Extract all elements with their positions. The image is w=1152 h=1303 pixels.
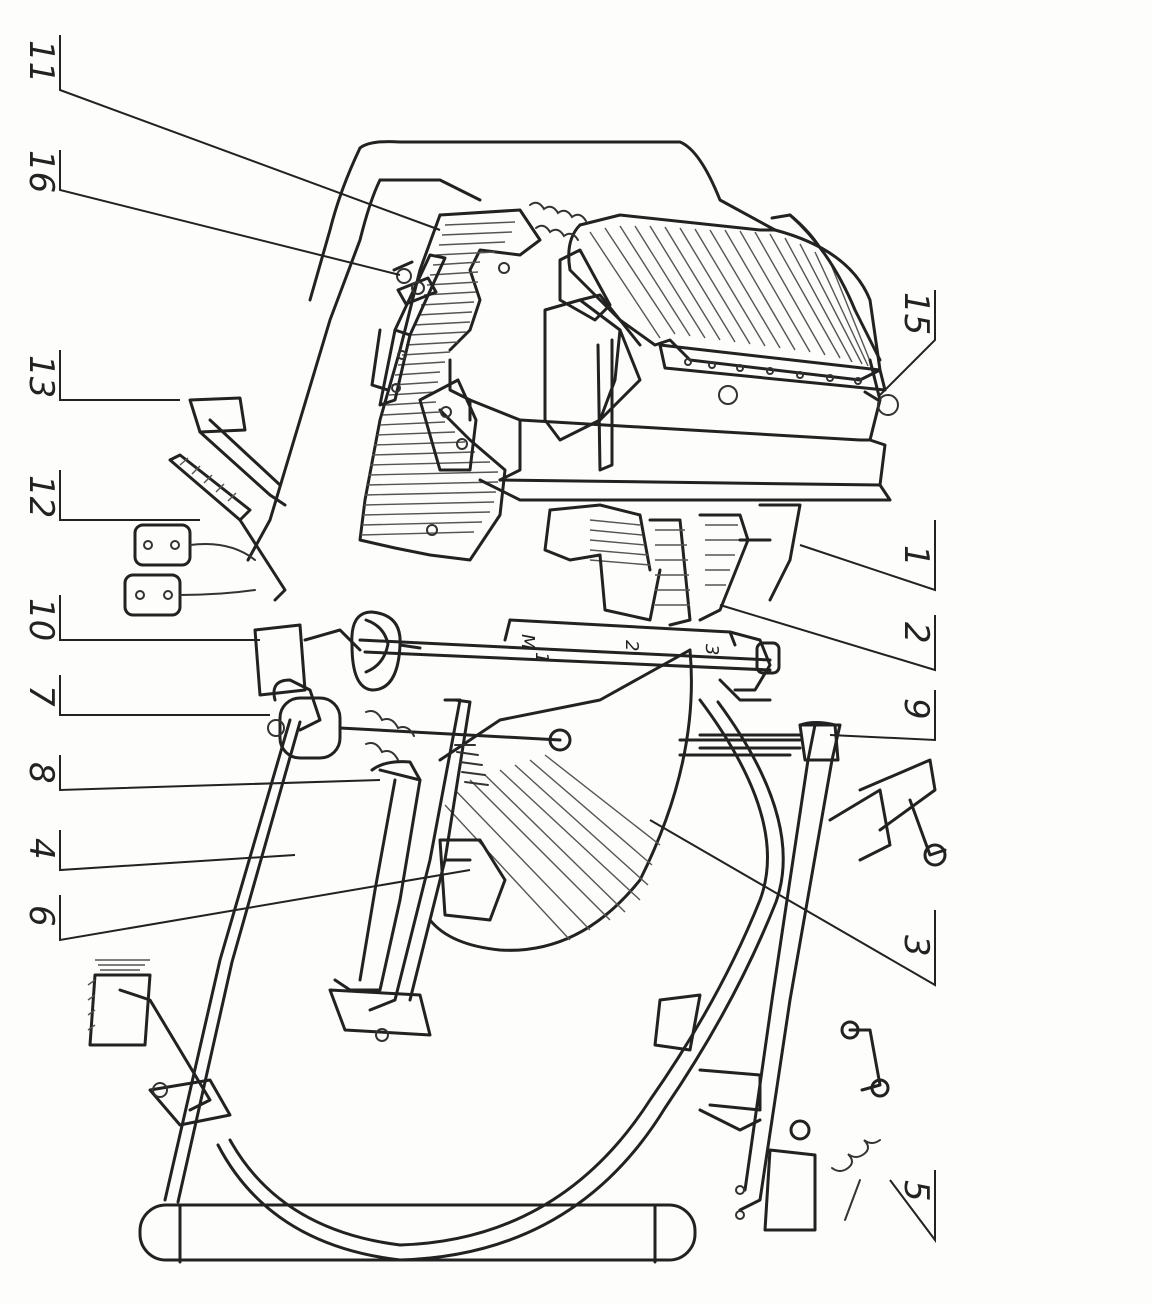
label-16: 16: [21, 150, 61, 193]
core-leg: [543, 248, 642, 442]
part-labels: 11 16 13 12 10 7 8 4 6 15 1 2 9 3 5: [21, 40, 936, 1202]
label-10: 10: [21, 598, 61, 641]
worm-gear: [267, 696, 572, 761]
scale-mark-2: 2: [621, 640, 642, 651]
terminal-tabs: [123, 523, 256, 617]
coil-block: [567, 213, 882, 382]
gear-segment: [370, 744, 489, 786]
sector-disc: [428, 648, 693, 952]
tension-spring: [735, 1020, 890, 1232]
slotted-link: [328, 698, 472, 1042]
stop-bracket-10: [253, 623, 362, 697]
clamp-bolt-15: [863, 390, 899, 416]
scale-mark-m: M: [517, 634, 538, 650]
label-6: 6: [21, 905, 61, 927]
label-11: 11: [21, 40, 61, 83]
clamp-bar: [370, 253, 447, 407]
bottom-roller: [138, 1203, 697, 1264]
clamp-block: [418, 378, 478, 472]
label-12: 12: [21, 475, 61, 518]
post-9: [698, 721, 840, 762]
scale-mark-3: 3: [701, 644, 722, 655]
label-9: 9: [896, 698, 936, 720]
label-leaders: [59, 35, 936, 1243]
label-3: 3: [896, 935, 936, 957]
bottom-wedge: [653, 993, 762, 1132]
label-1: 1: [896, 545, 936, 567]
base-plate: [246, 140, 777, 562]
lower-core-stacks: [543, 503, 802, 627]
leaf-spring: [216, 698, 785, 1262]
scale-mark-1: 1: [531, 652, 552, 663]
bracket-12: [168, 453, 287, 602]
perforated-strip: [658, 343, 887, 405]
label-5: 5: [896, 1180, 936, 1202]
label-13: 13: [21, 355, 61, 398]
wall-mount: [87, 959, 232, 1127]
terminal-bolt: [392, 260, 438, 306]
label-8: 8: [21, 762, 61, 784]
bracket-6: [438, 838, 507, 922]
label-2: 2: [896, 622, 936, 644]
frame-yoke: [448, 338, 892, 502]
handwheel: [350, 610, 422, 692]
bracket-13: [188, 396, 287, 507]
label-4: 4: [21, 838, 61, 860]
label-7: 7: [21, 685, 61, 707]
label-15: 15: [896, 292, 936, 335]
upper-spring: [529, 201, 587, 241]
shaft-scale: M 1 2 3: [517, 634, 722, 663]
adjustment-shaft: [358, 618, 781, 702]
